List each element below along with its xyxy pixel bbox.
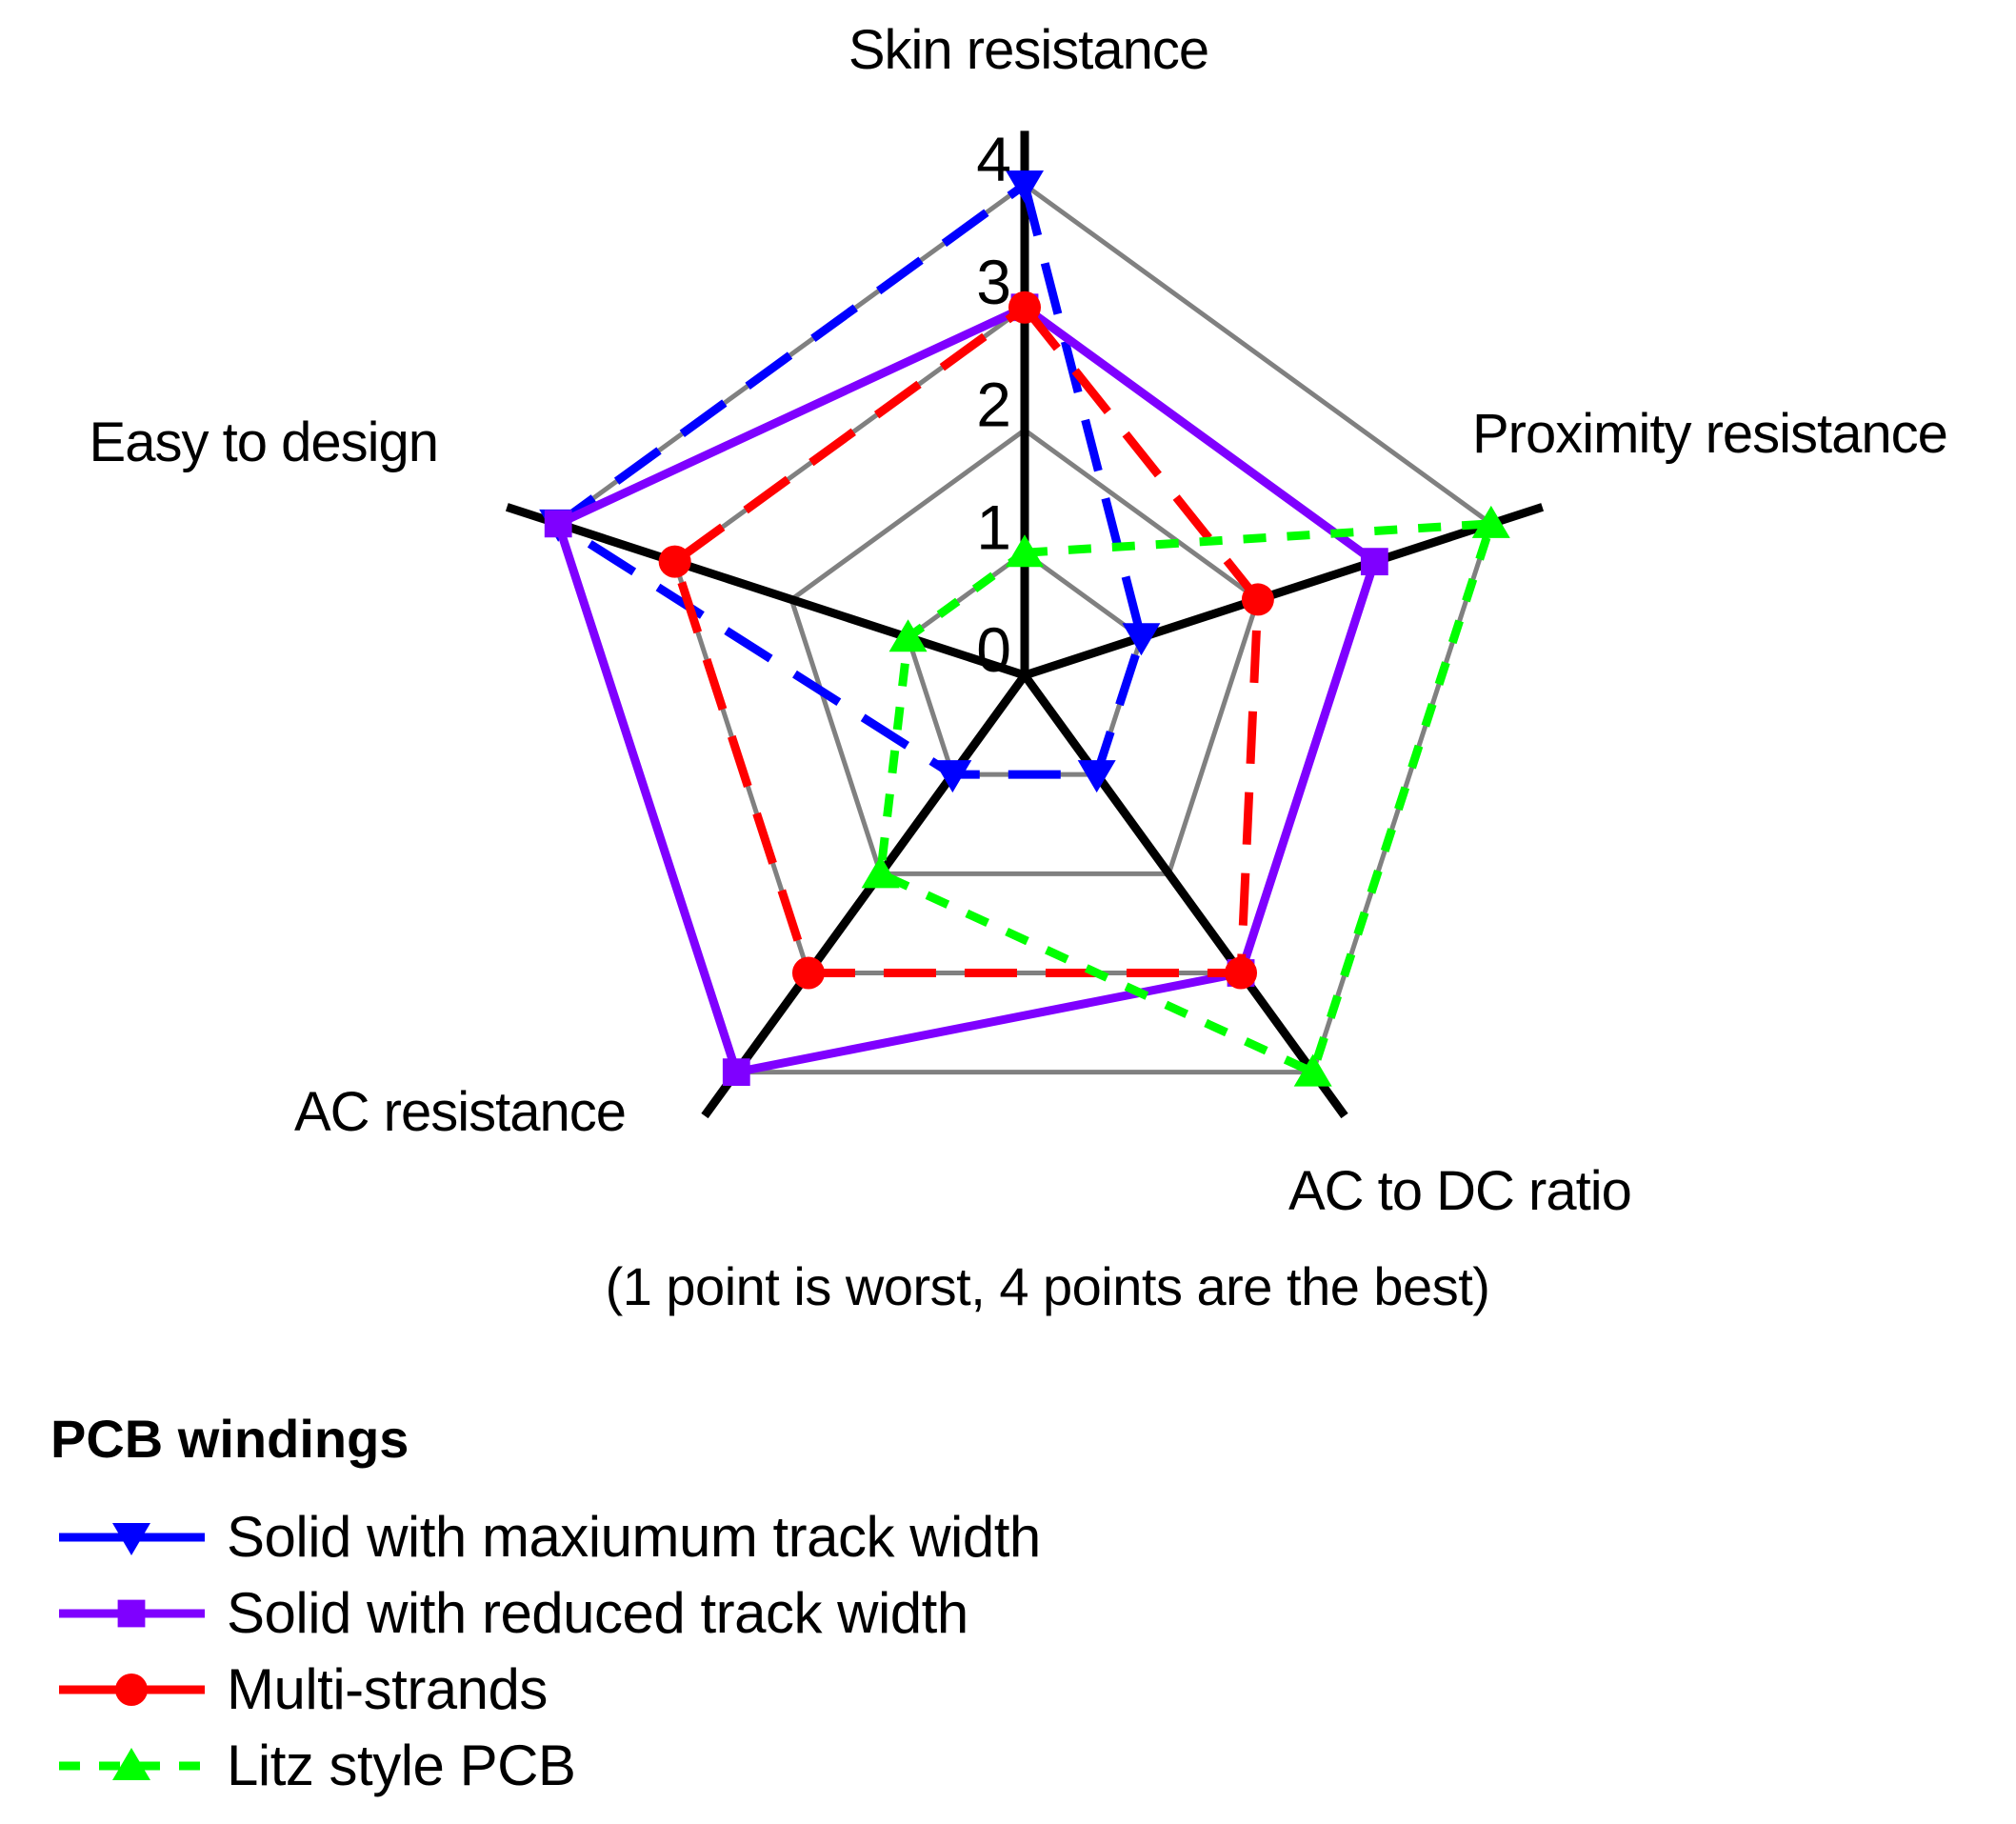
data-point-solid-with-maxiumum-track-width-ac-resistance	[933, 760, 972, 793]
axis-label-ac-to-dc-ratio: AC to DC ratio	[1288, 1160, 1631, 1222]
scale-note: (1 point is worst, 4 points are the best…	[606, 1256, 1490, 1316]
legend-label: Litz style PCB	[227, 1734, 575, 1797]
legend-item-litz-style-pcb: Litz style PCB	[59, 1734, 576, 1797]
legend-swatch-marker	[115, 1674, 148, 1706]
data-point-litz-style-pcb-easy-to-design	[888, 619, 928, 652]
data-point-litz-style-pcb-proximity-resistance	[1471, 505, 1510, 538]
data-point-litz-style-pcb-ac-resistance	[861, 855, 900, 889]
data-point-litz-style-pcb-skin-resistance	[1006, 534, 1044, 568]
tick-label-3: 3	[976, 247, 1011, 317]
series-solid-with-reduced-track-width	[544, 293, 1388, 1087]
data-point-multi-strands-ac-resistance	[791, 956, 825, 990]
legend-item-multi-strands: Multi-strands	[59, 1657, 548, 1721]
radar-series	[539, 170, 1510, 1087]
tick-label-1: 1	[976, 491, 1011, 562]
grid-ring-2	[788, 427, 1261, 876]
series-solid-with-maxiumum-track-width	[539, 170, 1161, 793]
legend: PCB windings Solid with maxiumum track w…	[50, 1409, 1041, 1797]
legend-swatch-marker	[117, 1599, 146, 1628]
legend-label: Solid with maxiumum track width	[227, 1505, 1041, 1569]
data-point-multi-strands-easy-to-design	[658, 545, 691, 578]
data-point-solid-with-maxiumum-track-width-proximity-resistance	[1122, 623, 1161, 656]
data-point-multi-strands-skin-resistance	[1008, 291, 1041, 324]
legend-swatch-marker	[112, 1523, 150, 1555]
legend-item-solid-with-maxiumum-track-width: Solid with maxiumum track width	[59, 1505, 1041, 1569]
data-point-multi-strands-proximity-resistance	[1241, 583, 1274, 616]
data-point-solid-with-maxiumum-track-width-ac-to-dc-ratio	[1077, 760, 1116, 793]
radar-axes	[505, 130, 1545, 1119]
legend-label: Solid with reduced track width	[227, 1581, 968, 1645]
axis-label-proximity-resistance: Proximity resistance	[1472, 403, 1947, 465]
data-point-solid-with-reduced-track-width-easy-to-design	[544, 510, 572, 538]
legend-label: Multi-strands	[227, 1657, 548, 1721]
axis-label-skin-resistance: Skin resistance	[848, 19, 1208, 81]
legend-swatch-marker	[112, 1748, 150, 1780]
radial-tick-labels: 0 1 2 3 4	[976, 124, 1011, 685]
data-point-solid-with-reduced-track-width-proximity-resistance	[1360, 548, 1388, 576]
axis-label-ac-resistance: AC resistance	[294, 1081, 626, 1143]
series-multi-strands	[658, 291, 1274, 990]
data-point-solid-with-reduced-track-width-ac-resistance	[722, 1058, 750, 1087]
series-line-solid-with-maxiumum-track-width	[553, 180, 1146, 779]
series-line-litz-style-pcb	[876, 519, 1496, 1077]
axis-label-easy-to-design: Easy to design	[90, 411, 438, 473]
series-line-solid-with-reduced-track-width	[553, 303, 1379, 1077]
data-point-multi-strands-ac-to-dc-ratio	[1225, 956, 1258, 990]
legend-title: PCB windings	[50, 1409, 409, 1469]
tick-label-0: 0	[976, 614, 1011, 685]
tick-label-2: 2	[976, 370, 1011, 440]
data-point-solid-with-maxiumum-track-width-skin-resistance	[1006, 170, 1044, 203]
axis-line-ac-to-dc-ratio	[1021, 672, 1348, 1119]
tick-label-4: 4	[976, 124, 1011, 194]
axis-line-ac-resistance	[701, 672, 1028, 1119]
series-litz-style-pcb	[861, 505, 1510, 1087]
data-point-litz-style-pcb-ac-to-dc-ratio	[1293, 1053, 1332, 1087]
legend-item-solid-with-reduced-track-width: Solid with reduced track width	[59, 1581, 968, 1645]
axis-line-proximity-resistance	[1023, 503, 1545, 680]
axis-line-easy-to-design	[505, 503, 1027, 680]
